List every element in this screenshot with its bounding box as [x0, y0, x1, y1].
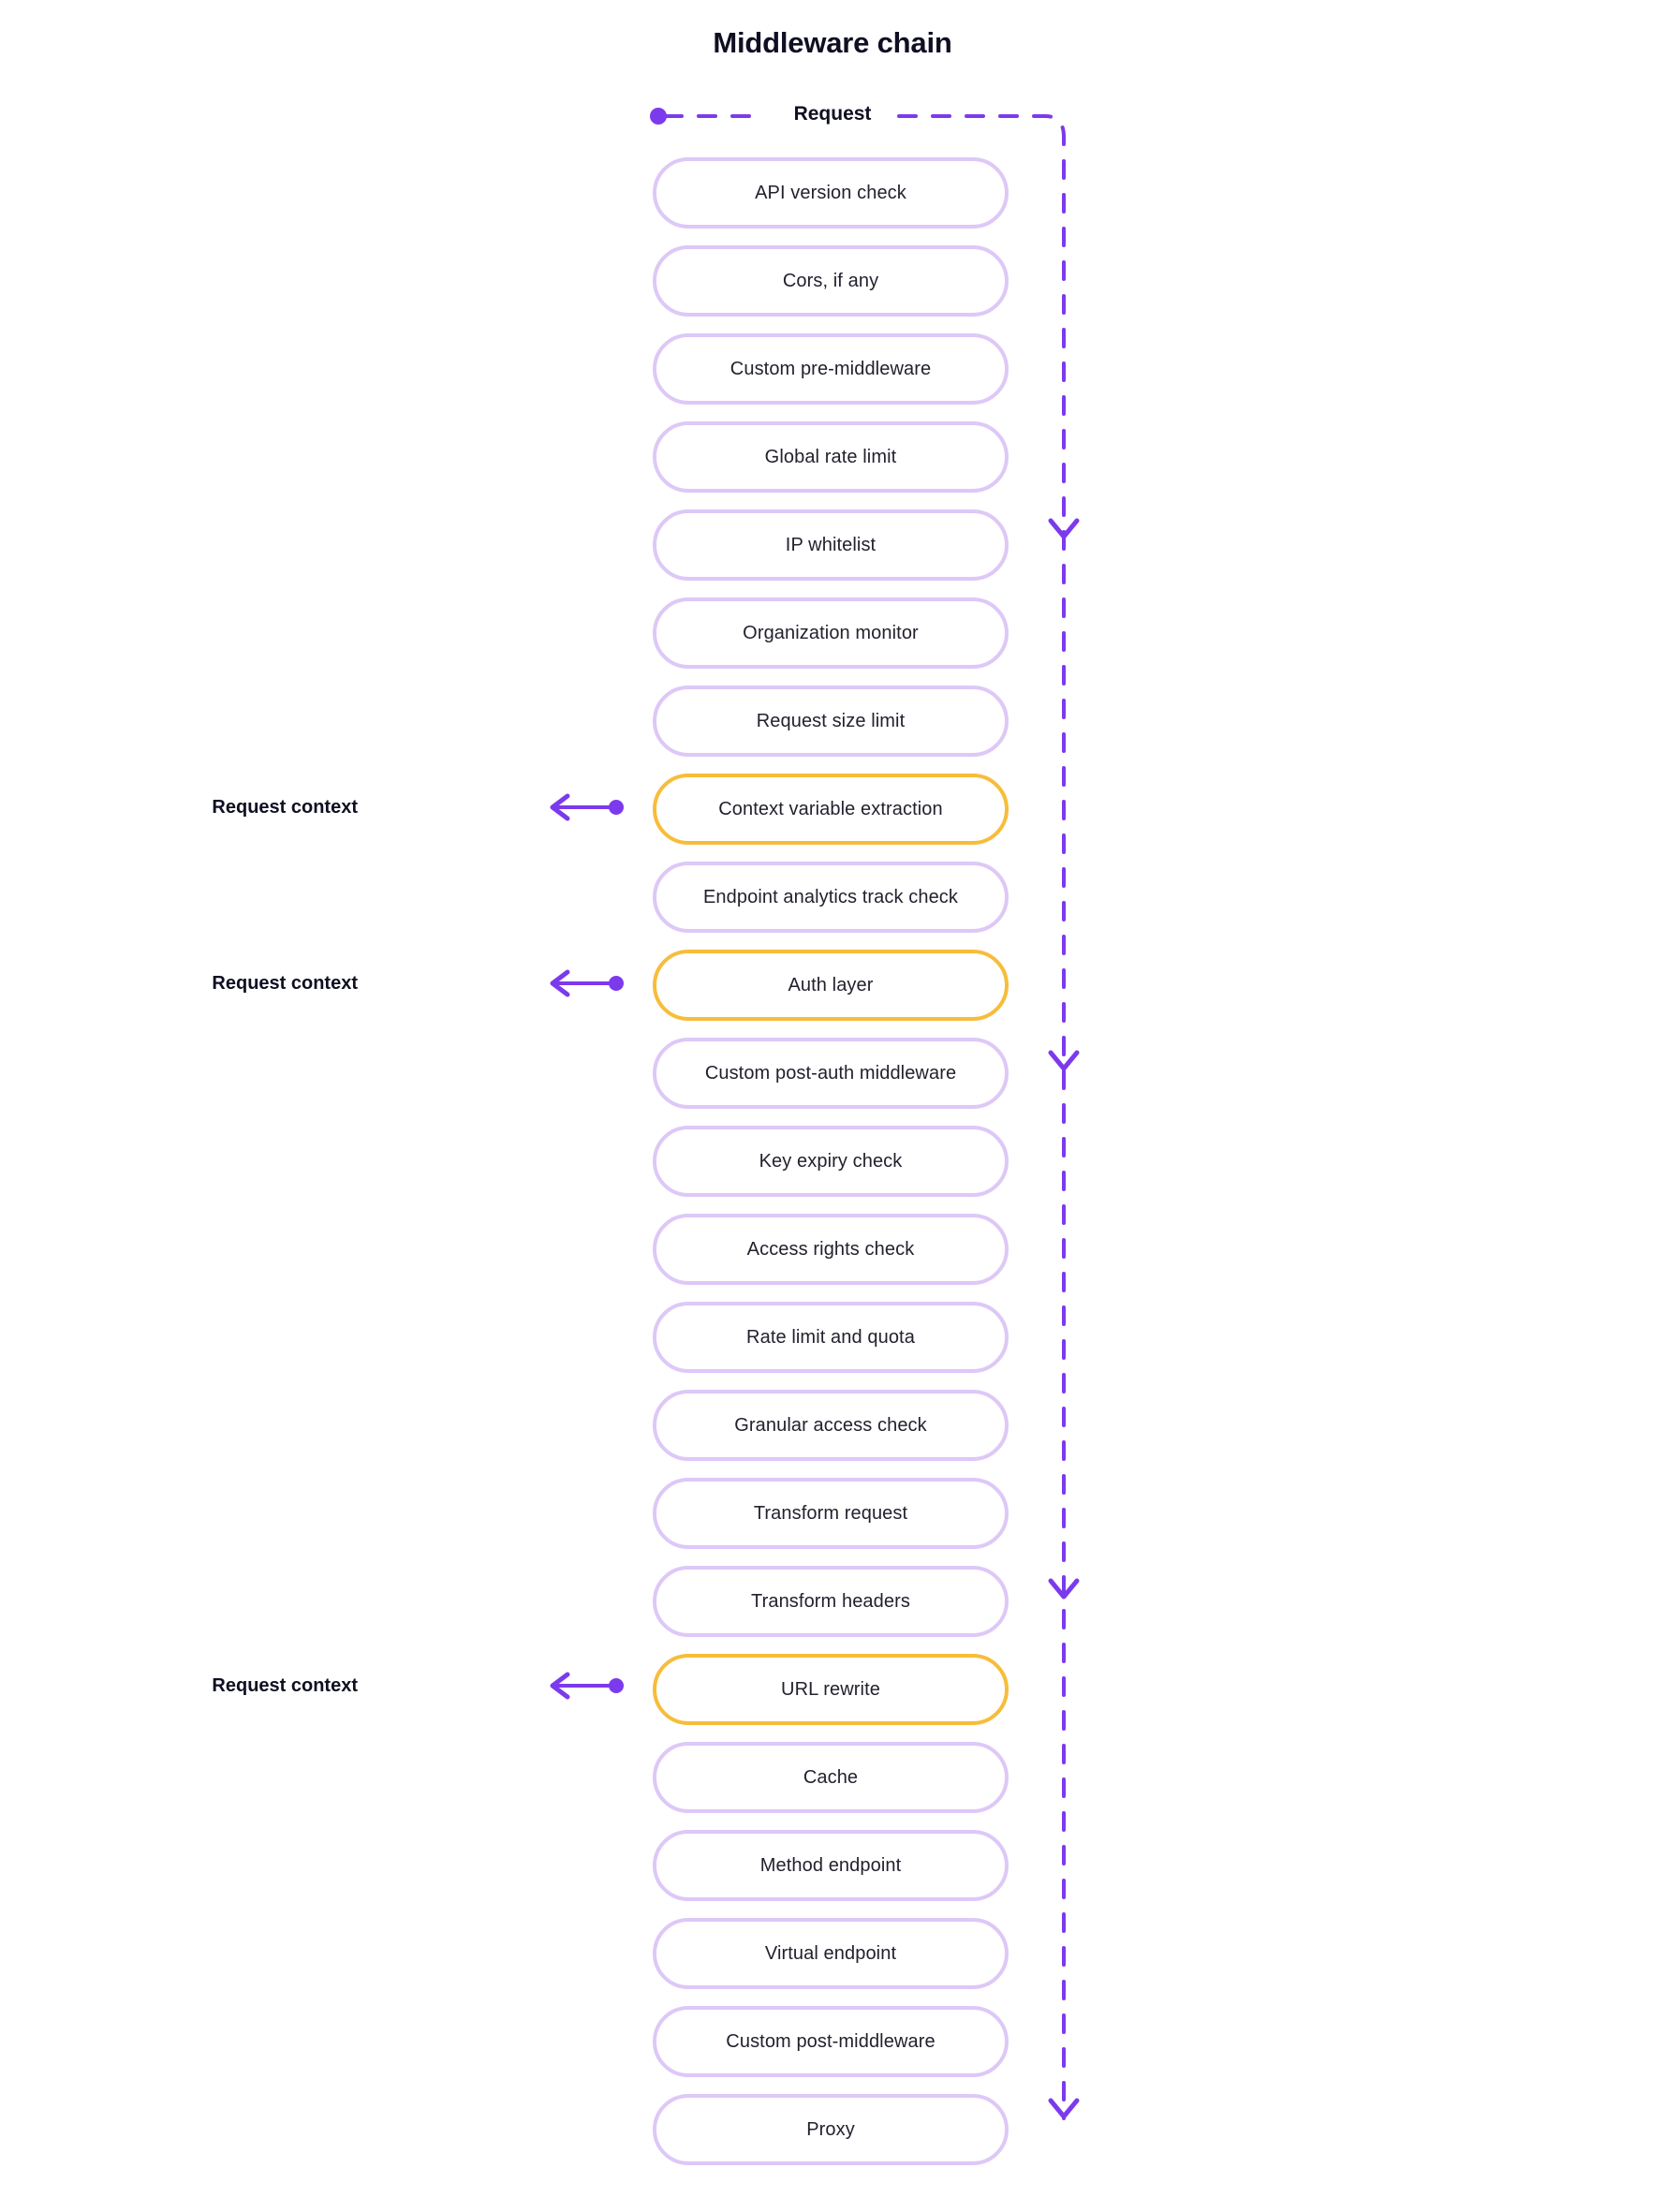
- annotation-connector-dot-2: [609, 976, 624, 991]
- middleware-node-label: Custom pre-middleware: [729, 358, 932, 379]
- middleware-node-label: Global rate limit: [764, 446, 897, 467]
- annotation-request-context-1: Request context: [114, 793, 358, 821]
- middleware-node[interactable]: Custom pre-middleware: [653, 333, 1009, 405]
- middleware-node[interactable]: Transform request: [653, 1478, 1009, 1549]
- middleware-node[interactable]: URL rewrite: [653, 1654, 1009, 1725]
- annotation-connector-dot-3: [609, 1678, 624, 1693]
- middleware-node-label: Transform headers: [751, 1590, 910, 1612]
- middleware-node[interactable]: Global rate limit: [653, 421, 1009, 493]
- middleware-node-label: Cache: [803, 1766, 859, 1788]
- middleware-node-label: Access rights check: [746, 1238, 915, 1260]
- middleware-node-label: Method endpoint: [759, 1854, 902, 1876]
- middleware-node-label: API version check: [755, 182, 906, 203]
- middleware-node[interactable]: Key expiry check: [653, 1126, 1009, 1197]
- middleware-node-label: Cors, if any: [782, 270, 879, 291]
- middleware-node-label: Context variable extraction: [718, 798, 943, 819]
- middleware-node-label: Custom post-auth middleware: [704, 1062, 957, 1084]
- middleware-node-label: Transform request: [753, 1502, 908, 1524]
- middleware-node[interactable]: Context variable extraction: [653, 774, 1009, 845]
- middleware-node[interactable]: Transform headers: [653, 1566, 1009, 1637]
- middleware-node-label: URL rewrite: [781, 1678, 880, 1700]
- middleware-node[interactable]: Custom post-middleware: [653, 2006, 1009, 2077]
- middleware-node[interactable]: Cache: [653, 1742, 1009, 1813]
- middleware-node[interactable]: Organization monitor: [653, 597, 1009, 669]
- middleware-node-label: Proxy: [806, 2118, 855, 2140]
- middleware-node-label: Virtual endpoint: [764, 1942, 897, 1964]
- middleware-node[interactable]: Access rights check: [653, 1214, 1009, 1285]
- return-arrow-4: [1048, 2098, 1080, 2119]
- annotation-arrow-head-2: [550, 969, 570, 997]
- middleware-node[interactable]: API version check: [653, 157, 1009, 229]
- middleware-node[interactable]: Cors, if any: [653, 245, 1009, 317]
- annotation-label: Request context: [212, 972, 358, 994]
- return-arrow-3: [1048, 1578, 1080, 1600]
- annotation-connector-dot-1: [609, 800, 624, 815]
- middleware-node-label: Endpoint analytics track check: [702, 886, 959, 907]
- middleware-node-label: Custom post-middleware: [726, 2030, 936, 2052]
- middleware-node-label: Rate limit and quota: [746, 1326, 915, 1348]
- middleware-node[interactable]: Virtual endpoint: [653, 1918, 1009, 1989]
- middleware-node[interactable]: Request size limit: [653, 686, 1009, 757]
- middleware-node[interactable]: Method endpoint: [653, 1830, 1009, 1901]
- middleware-node-label: Organization monitor: [743, 622, 919, 643]
- middleware-node-label: Granular access check: [734, 1414, 927, 1436]
- middleware-node-label: Key expiry check: [759, 1150, 903, 1172]
- return-arrow-1: [1048, 518, 1080, 539]
- middleware-node[interactable]: Rate limit and quota: [653, 1302, 1009, 1373]
- annotation-label: Request context: [212, 1674, 358, 1696]
- middleware-node[interactable]: Custom post-auth middleware: [653, 1038, 1009, 1109]
- middleware-node[interactable]: IP whitelist: [653, 509, 1009, 581]
- annotation-arrow-head-1: [550, 793, 570, 821]
- annotation-request-context-2: Request context: [114, 969, 358, 997]
- middleware-node-label: IP whitelist: [785, 534, 877, 555]
- middleware-node-label: Request size limit: [756, 710, 906, 731]
- request-entry-label: Request: [793, 103, 872, 125]
- middleware-node[interactable]: Proxy: [653, 2094, 1009, 2165]
- annotation-arrow-head-3: [550, 1672, 570, 1700]
- middleware-node[interactable]: Auth layer: [653, 950, 1009, 1021]
- middleware-node-label: Auth layer: [788, 974, 874, 995]
- annotation-label: Request context: [212, 796, 358, 818]
- middleware-node[interactable]: Granular access check: [653, 1390, 1009, 1461]
- page-title: Middleware chain: [713, 26, 952, 59]
- middleware-node[interactable]: Endpoint analytics track check: [653, 862, 1009, 933]
- annotation-connectors: [550, 793, 624, 1700]
- return-arrow-2: [1048, 1050, 1080, 1071]
- annotation-request-context-3: Request context: [114, 1672, 358, 1700]
